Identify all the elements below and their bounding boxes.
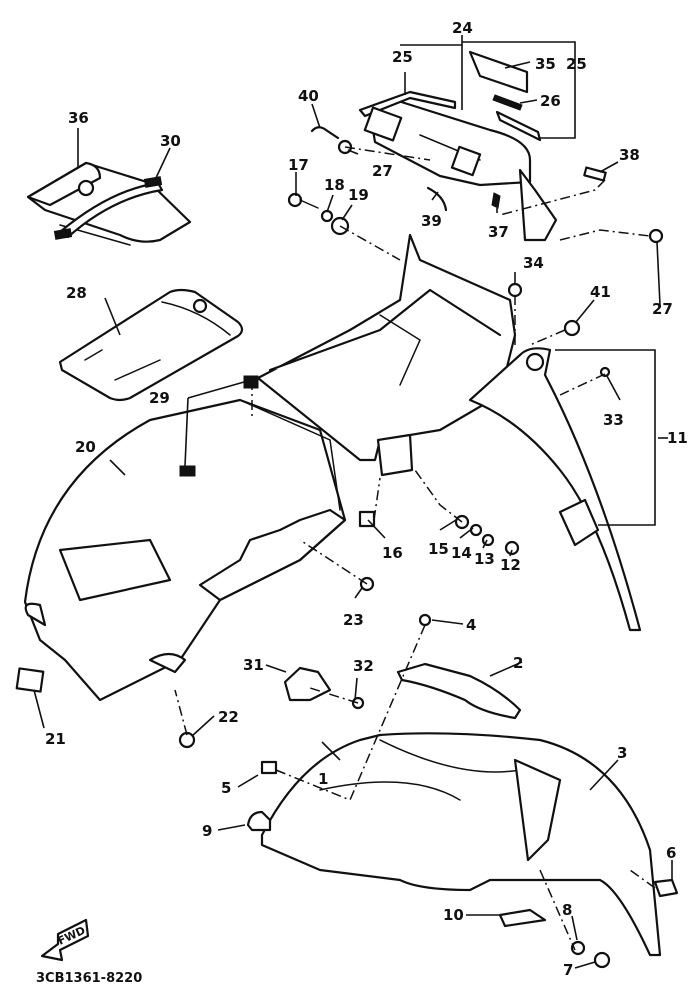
callout-22: 22: [218, 708, 239, 726]
callout-25a: 25: [392, 48, 413, 66]
callout-25b: 25: [566, 55, 587, 73]
callout-31: 31: [243, 656, 264, 674]
callout-2: 2: [513, 654, 523, 672]
rear-fender-stay-part[interactable]: [468, 347, 642, 632]
nut-9-part[interactable]: [246, 810, 272, 832]
callout-14: 14: [451, 544, 472, 562]
callout-41: 41: [590, 283, 611, 301]
callout-1: 1: [318, 770, 328, 788]
callout-5: 5: [221, 779, 231, 797]
clip-40-part[interactable]: [310, 126, 340, 140]
reflector-part: [492, 94, 523, 111]
nut-41-part[interactable]: [563, 319, 581, 337]
tail-cover-part[interactable]: [358, 50, 542, 187]
callout-9: 9: [202, 822, 212, 840]
callout-17: 17: [288, 156, 309, 174]
callout-18: 18: [324, 176, 345, 194]
callout-12: 12: [500, 556, 521, 574]
bolt-17-part[interactable]: [287, 192, 319, 209]
callout-13: 13: [474, 550, 495, 568]
callout-29: 29: [149, 389, 170, 407]
washer-8-part[interactable]: [570, 940, 586, 956]
reflector-21-part[interactable]: [15, 667, 45, 693]
callout-27b: 27: [652, 300, 673, 318]
callout-28: 28: [66, 284, 87, 302]
bolt-12-part[interactable]: [504, 540, 520, 556]
rear-fender-part[interactable]: [23, 398, 347, 702]
callout-35: 35: [535, 55, 556, 73]
bolt-7-part[interactable]: [593, 951, 611, 969]
grommet-33-part[interactable]: [599, 366, 611, 378]
clip-29b-part[interactable]: [243, 375, 259, 389]
grommet-37-part[interactable]: [491, 192, 501, 209]
leader-lines: [33, 35, 673, 969]
callout-39: 39: [421, 212, 442, 230]
callout-33: 33: [603, 411, 624, 429]
grommet-6-part[interactable]: [653, 878, 679, 898]
callout-27a: 27: [372, 162, 393, 180]
forward-arrow-icon: FWD: [40, 918, 90, 962]
front-fender-stay-part[interactable]: [396, 662, 522, 720]
front-fender-part[interactable]: [260, 732, 662, 957]
callout-11: 11: [667, 429, 688, 447]
bracket-31-part[interactable]: [283, 666, 332, 702]
bolt-27b-part[interactable]: [648, 228, 664, 244]
callout-6: 6: [666, 844, 676, 862]
callout-15: 15: [428, 540, 449, 558]
callout-26: 26: [540, 92, 561, 110]
callout-4: 4: [466, 616, 476, 634]
callout-38: 38: [619, 146, 640, 164]
callout-3: 3: [617, 744, 627, 762]
lens-part: [468, 50, 529, 94]
bolt-4-part[interactable]: [418, 613, 432, 627]
callout-10: 10: [443, 906, 464, 924]
callout-23: 23: [343, 611, 364, 629]
cover-plate-part[interactable]: [58, 288, 244, 402]
nut-34-part[interactable]: [507, 282, 523, 298]
clip-38-part[interactable]: [583, 166, 607, 182]
callout-8: 8: [562, 901, 572, 919]
washer-18-part[interactable]: [320, 209, 334, 223]
clip-39-part[interactable]: [426, 186, 448, 212]
dashed-alignment-lines: [174, 146, 656, 951]
callout-40: 40: [298, 87, 319, 105]
callout-19: 19: [348, 186, 369, 204]
callout-21: 21: [45, 730, 66, 748]
callout-37: 37: [488, 223, 509, 241]
clip-5-part[interactable]: [260, 760, 278, 775]
clip-29-part[interactable]: [179, 465, 196, 477]
callout-30: 30: [160, 132, 181, 150]
strap-part[interactable]: [53, 176, 164, 240]
light-bracket-part[interactable]: [518, 168, 558, 242]
callout-labels: 1 2 3 4 5 6 7 8 9 10 11 12 13 14 15 16 1…: [45, 19, 688, 979]
washer-14-part[interactable]: [469, 523, 483, 537]
callout-36: 36: [68, 109, 89, 127]
callout-16: 16: [382, 544, 403, 562]
callout-24: 24: [452, 19, 473, 37]
callout-34: 34: [523, 254, 544, 272]
callout-32: 32: [353, 657, 374, 675]
clip-10-part[interactable]: [498, 908, 547, 928]
callout-20: 20: [75, 438, 96, 456]
rear-frame-part[interactable]: [256, 233, 517, 477]
diagram-code: 3CB1361-8220: [36, 971, 142, 986]
callout-7: 7: [563, 961, 573, 979]
